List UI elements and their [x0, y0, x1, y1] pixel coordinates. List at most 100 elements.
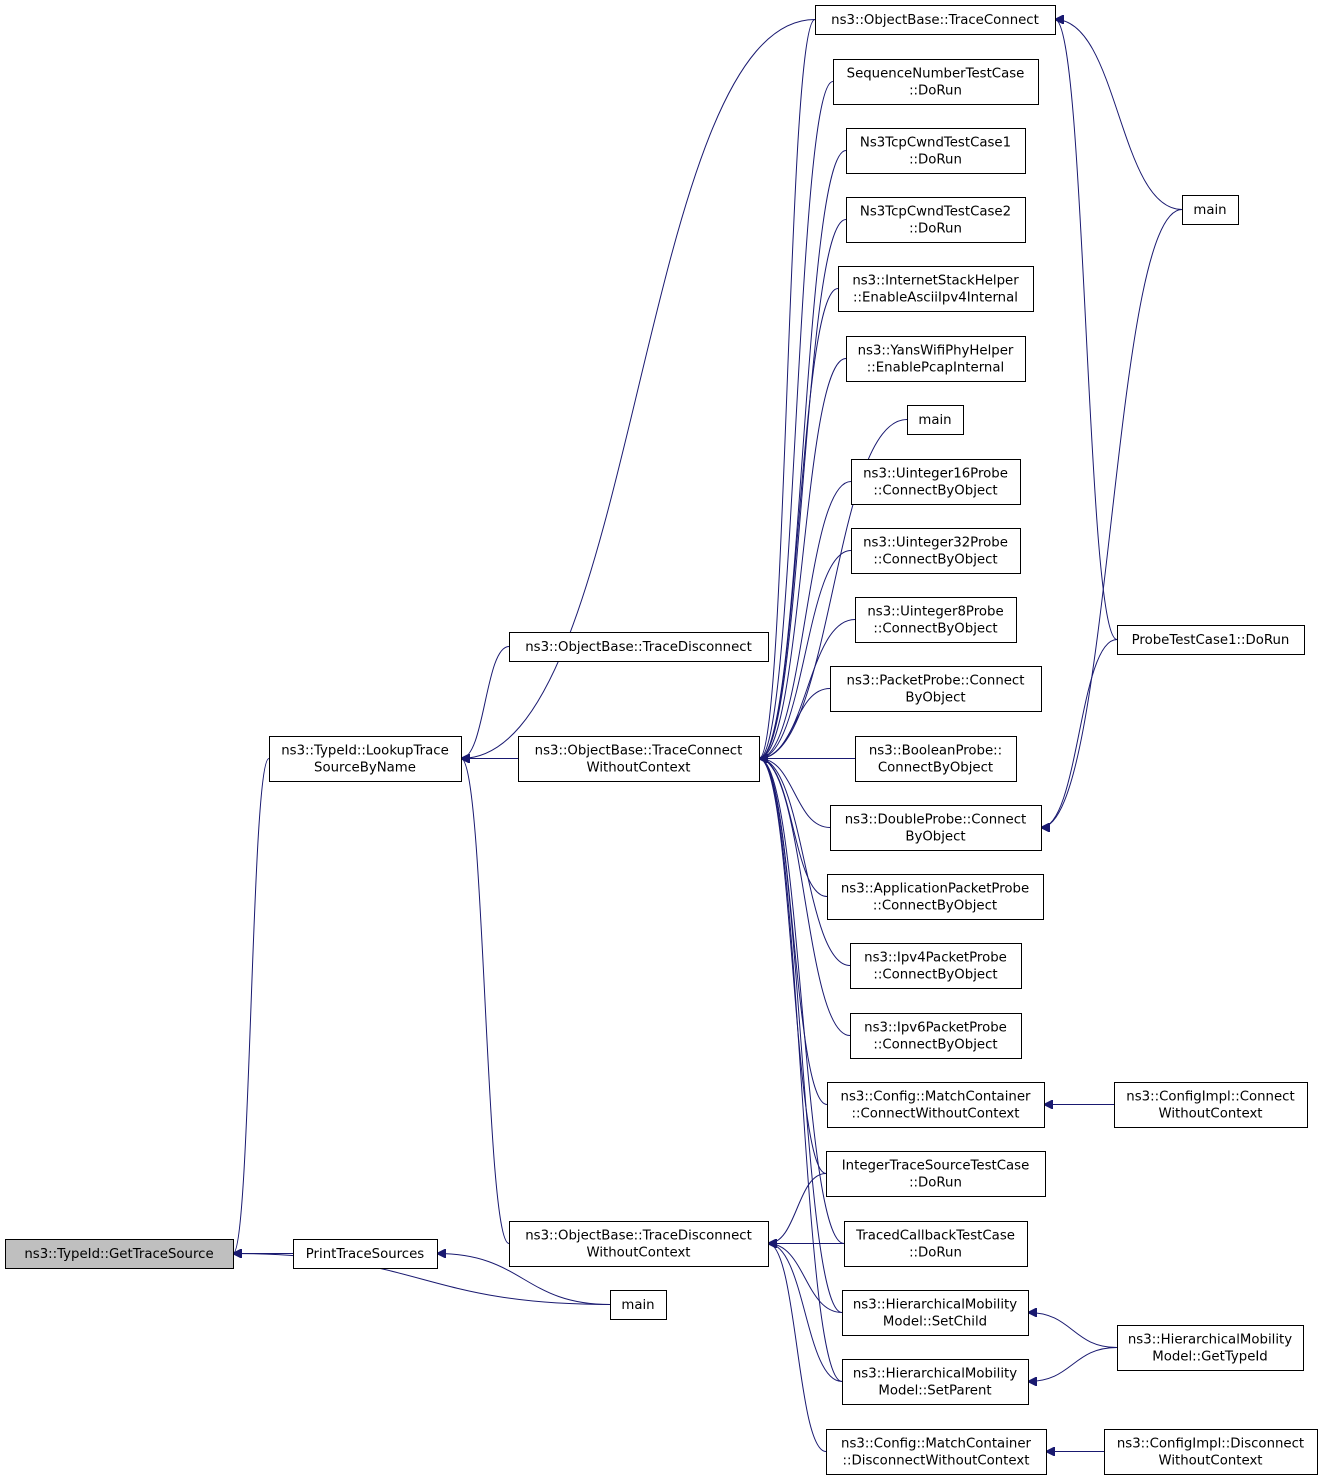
edge-n3-to-n2: [437, 1254, 611, 1305]
node-label: ::DisconnectWithoutContext: [843, 1454, 1030, 1469]
node-n27[interactable]: ns3::HierarchicalMobilityModel::SetParen…: [842, 1359, 1029, 1405]
node-box: [855, 597, 1017, 643]
node-label: main: [918, 413, 951, 428]
node-label: ::ConnectByObject: [873, 553, 997, 568]
node-box: [815, 5, 1056, 35]
node-n9[interactable]: Ns3TcpCwndTestCase1::DoRun: [846, 128, 1026, 174]
node-n18[interactable]: ns3::BooleanProbe::ConnectByObject: [855, 736, 1017, 782]
node-n15[interactable]: ns3::Uinteger32Probe::ConnectByObject: [851, 528, 1021, 574]
node-label: ns3::Uinteger16Probe: [863, 467, 1008, 482]
node-n10[interactable]: Ns3TcpCwndTestCase2::DoRun: [846, 197, 1026, 243]
node-label: ns3::Uinteger8Probe: [867, 605, 1003, 620]
node-label: PrintTraceSources: [306, 1247, 425, 1262]
node-box: [855, 736, 1017, 782]
node-n23[interactable]: ns3::Config::MatchContainer::ConnectWith…: [827, 1082, 1045, 1128]
node-n4[interactable]: ns3::ObjectBase::TraceDisconnect: [509, 632, 769, 662]
edge-n8-to-n5: [759, 81, 834, 759]
node-n24[interactable]: IntegerTraceSourceTestCase::DoRun: [826, 1151, 1046, 1197]
node-box: [851, 528, 1021, 574]
node-box: [851, 459, 1021, 505]
node-label: ns3::Uinteger32Probe: [863, 536, 1008, 551]
edge-n27-to-n5: [759, 759, 843, 1382]
node-label: ProbeTestCase1::DoRun: [1132, 633, 1290, 648]
node-n2[interactable]: PrintTraceSources: [293, 1239, 438, 1269]
node-label: ns3::ConfigImpl::Connect: [1126, 1090, 1294, 1105]
node-label: TracedCallbackTestCase: [855, 1229, 1015, 1244]
nodes: ns3::TypeId::GetTraceSource ns3::TypeId::…: [5, 5, 1318, 1475]
node-box: [1117, 625, 1305, 655]
edge-n29-to-n19: [1041, 209, 1183, 828]
node-label: ns3::InternetStackHelper: [852, 274, 1019, 289]
node-label: ns3::HierarchicalMobility: [1128, 1333, 1292, 1348]
node-label: ns3::Config::MatchContainer: [841, 1437, 1031, 1452]
node-label: ByObject: [905, 830, 965, 845]
node-box: [850, 943, 1022, 989]
node-n0[interactable]: ns3::TypeId::GetTraceSource: [5, 1239, 234, 1269]
node-box: [1114, 1082, 1308, 1128]
node-label: ns3::BooleanProbe::: [869, 744, 1002, 759]
node-n31[interactable]: ns3::ConfigImpl::ConnectWithoutContext: [1114, 1082, 1308, 1128]
edge-n30-to-n7: [1055, 20, 1118, 640]
node-label: ns3::ObjectBase::TraceConnect: [831, 13, 1039, 28]
edge-n4-to-n1: [461, 646, 510, 759]
edge-n6-to-n1: [461, 759, 510, 1244]
node-label: ns3::HierarchicalMobility: [853, 1298, 1017, 1313]
edge-n1-to-n0: [233, 758, 270, 1254]
node-n7[interactable]: ns3::ObjectBase::TraceConnect: [815, 5, 1056, 35]
node-label: ns3::ObjectBase::TraceDisconnect: [525, 1229, 752, 1244]
node-n33[interactable]: ns3::ConfigImpl::DisconnectWithoutContex…: [1104, 1429, 1318, 1475]
node-label: ns3::ObjectBase::TraceDisconnect: [525, 640, 752, 655]
node-label: main: [621, 1298, 654, 1313]
edge-n20-to-n5: [759, 759, 828, 897]
node-label: ::EnableAsciiIpv4Internal: [853, 291, 1018, 306]
node-n13[interactable]: main: [907, 405, 964, 435]
node-label: ::ConnectWithoutContext: [852, 1107, 1020, 1122]
edge-n11-to-n5: [759, 288, 839, 759]
node-label: ::DoRun: [909, 84, 962, 99]
node-label: ns3::Config::MatchContainer: [841, 1090, 1031, 1105]
node-label: WithoutContext: [586, 1246, 690, 1261]
node-label: WithoutContext: [586, 761, 690, 776]
node-box: [826, 1151, 1046, 1197]
node-label: ns3::TypeId::GetTraceSource: [24, 1247, 213, 1262]
node-box: [850, 1013, 1022, 1059]
node-label: main: [1193, 203, 1226, 218]
edge-n7-to-n1: [461, 19, 816, 759]
edge-n23-to-n5: [759, 759, 828, 1105]
node-label: ns3::ConfigImpl::Disconnect: [1117, 1437, 1304, 1452]
edge-n27-to-n6: [768, 1244, 843, 1382]
node-n22[interactable]: ns3::Ipv6PacketProbe::ConnectByObject: [850, 1013, 1022, 1059]
node-box: [842, 1359, 1029, 1405]
node-n16[interactable]: ns3::Uinteger8Probe::ConnectByObject: [855, 597, 1017, 643]
node-n5[interactable]: ns3::ObjectBase::TraceConnectWithoutCont…: [518, 736, 760, 782]
node-n17[interactable]: ns3::PacketProbe::ConnectByObject: [830, 666, 1042, 712]
node-n30[interactable]: ProbeTestCase1::DoRun: [1117, 625, 1305, 655]
edge-n22-to-n5: [759, 759, 851, 1036]
node-n3[interactable]: main: [610, 1290, 667, 1320]
node-n21[interactable]: ns3::Ipv4PacketProbe::ConnectByObject: [850, 943, 1022, 989]
node-box: [1104, 1429, 1318, 1475]
node-n28[interactable]: ns3::Config::MatchContainer::DisconnectW…: [826, 1429, 1047, 1475]
node-label: ::DoRun: [909, 1176, 962, 1191]
node-box: [833, 59, 1039, 105]
node-box: [5, 1239, 234, 1269]
node-box: [827, 1082, 1045, 1128]
node-label: ns3::ObjectBase::TraceConnect: [535, 744, 743, 759]
node-n29[interactable]: main: [1182, 195, 1239, 225]
node-n6[interactable]: ns3::ObjectBase::TraceDisconnectWithoutC…: [509, 1221, 769, 1267]
node-label: ns3::Ipv4PacketProbe: [864, 951, 1007, 966]
node-n8[interactable]: SequenceNumberTestCase::DoRun: [833, 59, 1039, 105]
node-n11[interactable]: ns3::InternetStackHelper::EnableAsciiIpv…: [838, 266, 1034, 312]
node-n20[interactable]: ns3::ApplicationPacketProbe::ConnectByOb…: [827, 874, 1044, 920]
node-box: [509, 632, 769, 662]
node-n25[interactable]: TracedCallbackTestCase::DoRun: [844, 1221, 1028, 1267]
node-box: [830, 666, 1042, 712]
node-n19[interactable]: ns3::DoubleProbe::ConnectByObject: [830, 805, 1042, 851]
node-n12[interactable]: ns3::YansWifiPhyHelper::EnablePcapIntern…: [846, 336, 1026, 382]
node-box: [844, 1221, 1028, 1267]
node-n14[interactable]: ns3::Uinteger16Probe::ConnectByObject: [851, 459, 1021, 505]
node-label: SourceByName: [314, 761, 416, 776]
node-n32[interactable]: ns3::HierarchicalMobilityModel::GetTypeI…: [1117, 1325, 1304, 1371]
